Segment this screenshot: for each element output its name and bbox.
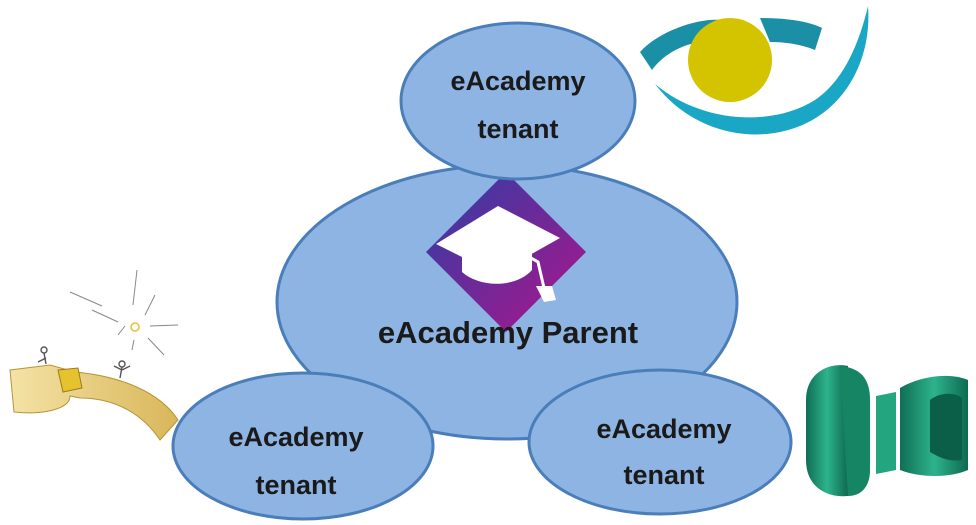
eye-swoosh-logo [640,6,869,135]
tenant-label-line2: tenant [624,460,705,490]
tenant-label-line1: eAcademy [450,66,585,96]
tenant-label-line2: tenant [256,470,337,500]
tenant-label-line1: eAcademy [596,414,731,444]
bridge-sun-logo [9,269,179,441]
tenant-node-bottom-right: eAcademy tenant [527,368,793,516]
tenant-node-top: eAcademy tenant [399,21,637,181]
green-3d-shape-logo [806,365,968,497]
graduation-cap-icon [426,172,586,332]
parent-label: eAcademy Parent [378,315,638,350]
tenant-node-bottom-left: eAcademy tenant [171,371,435,521]
tenant-label-line2: tenant [478,114,559,144]
tenant-label-line1: eAcademy [228,422,363,452]
